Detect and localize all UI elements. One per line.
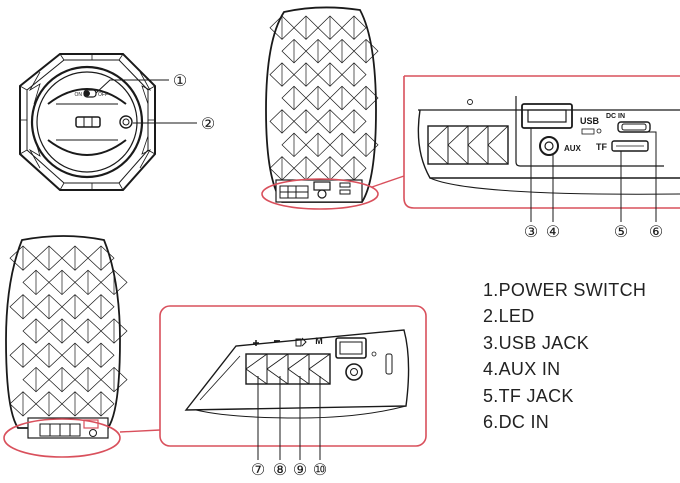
aux-port-label: AUX <box>564 144 582 153</box>
legend-item-led: 2.LED <box>483 306 535 327</box>
legend-item-aux-in: 4.AUX IN <box>483 359 561 380</box>
callout-2: ② <box>201 116 215 133</box>
off-label: OFF <box>98 92 108 98</box>
callout-9: ⑨ <box>293 462 307 479</box>
legend-item-dc-in: 6.DC IN <box>483 412 550 433</box>
side-view-controls <box>3 235 161 458</box>
callout-8: ⑧ <box>273 462 287 479</box>
dc-in-port-label: DC IN <box>606 113 625 120</box>
callout-3: ③ <box>524 224 538 241</box>
legend-item-tf-jack: 5.TF JACK <box>483 385 574 406</box>
on-label: ON <box>75 92 83 98</box>
legend-item-usb-jack: 3.USB JACK <box>483 332 590 353</box>
top-view <box>19 53 197 191</box>
callout-6: ⑥ <box>649 224 663 241</box>
legend-item-power-switch: 1.POWER SWITCH <box>483 280 647 300</box>
callout-4: ④ <box>546 224 560 241</box>
mode-button-label: M <box>315 336 323 346</box>
usb-port-label: USB <box>580 116 600 126</box>
parts-legend: 1.POWER SWITCH 2.LED 3.USB JACK 4.AUX IN… <box>483 277 678 435</box>
zoom-box-usb <box>403 75 680 222</box>
callout-5: ⑤ <box>614 224 628 241</box>
zoom-box-controls <box>159 305 427 460</box>
callout-1: ① <box>173 73 187 90</box>
tf-port-label: TF <box>596 142 607 152</box>
side-view-usb <box>261 6 405 210</box>
callout-10: ⑩ <box>313 462 327 479</box>
callout-7: ⑦ <box>251 462 265 479</box>
